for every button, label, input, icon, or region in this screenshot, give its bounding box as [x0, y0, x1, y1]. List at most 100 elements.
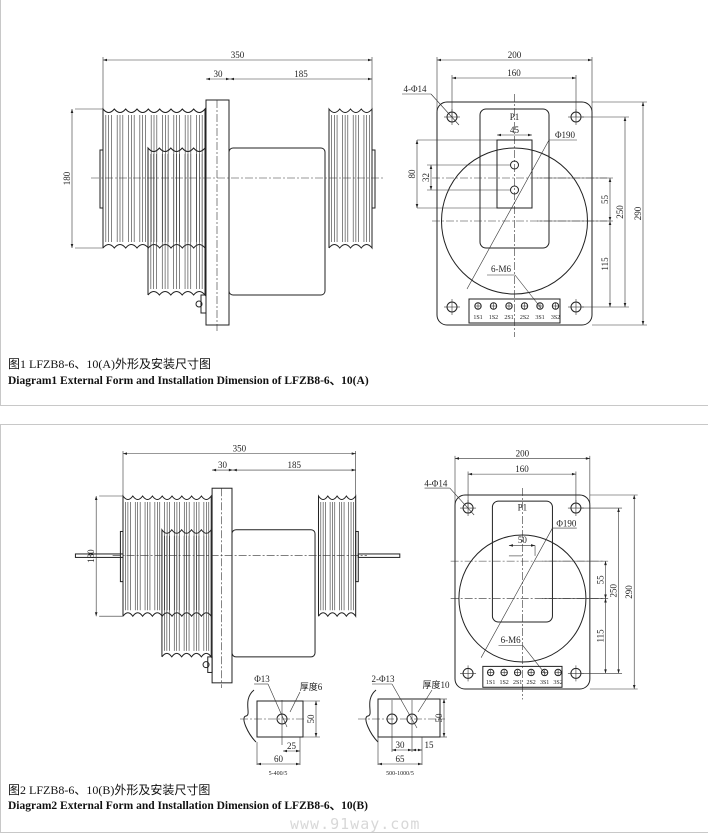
- dimension-arrow: [608, 303, 612, 307]
- dimension-label: 30: [214, 69, 224, 79]
- terminal-screw-icon: [551, 302, 560, 310]
- dimension-arrow: [70, 244, 74, 248]
- dimension-label: 25: [287, 741, 297, 751]
- figure-1-panel: [0, 0, 708, 406]
- dimension-label: 350: [231, 50, 245, 60]
- cylinder-body: [228, 147, 326, 296]
- dimension-arrow: [608, 217, 612, 221]
- terminal-label: 2S1: [513, 680, 522, 686]
- dimension-arrow: [412, 748, 416, 752]
- dimension-arrow: [604, 594, 607, 599]
- screw-spec-label: 6-M6: [501, 635, 521, 645]
- dimension-arrow: [617, 669, 620, 674]
- p1-label: P1: [518, 503, 528, 513]
- diameter-label: Φ190: [555, 130, 576, 140]
- right-bellows: [317, 494, 357, 618]
- dimension-label: 160: [515, 464, 529, 474]
- mounting-flange: [205, 99, 230, 326]
- figure-1-caption-cn: 图1 LFZB8-6、10(A)外形及安装尺寸图: [8, 357, 211, 371]
- p1-terminal-bar: [496, 139, 533, 209]
- dimension-arrow: [641, 321, 645, 325]
- primary-terminal-left: [99, 149, 104, 209]
- ratio-label: 500-1000/5: [386, 771, 414, 777]
- terminal-strip: [482, 665, 563, 688]
- dimension-label: 180: [86, 549, 96, 563]
- dimension-label: 60: [274, 754, 284, 764]
- terminal-label: 3S2: [551, 315, 560, 321]
- dimension-arrow: [94, 496, 98, 500]
- terminal-screw-icon: [505, 302, 513, 310]
- dimension-label: 350: [233, 444, 247, 454]
- dimension-arrow: [368, 58, 372, 62]
- primary-bar-left: [74, 553, 124, 558]
- ground-bolt-icon: [202, 661, 210, 669]
- dimension-arrow: [314, 733, 318, 737]
- dimension-label: 55: [596, 575, 606, 585]
- dimension-label: 115: [596, 629, 606, 643]
- dimension-label: 185: [288, 460, 302, 470]
- dimension-arrow: [623, 117, 627, 121]
- ratio-label: 5-400/5: [269, 771, 288, 777]
- ground-bolt-icon: [195, 300, 203, 308]
- dimension-label: 50: [518, 535, 528, 545]
- dimension-arrow: [571, 472, 576, 476]
- dimension-arrow: [608, 178, 612, 182]
- dimension-arrow: [588, 58, 592, 62]
- dimension-label: 290: [633, 206, 643, 220]
- leader: [430, 93, 460, 126]
- leader: [289, 691, 301, 713]
- terminal-screw-icon: [474, 302, 482, 310]
- dimension-arrow: [497, 133, 501, 137]
- dimension-arrow: [585, 457, 590, 460]
- dimension-arrow: [508, 544, 513, 547]
- dimension-label: 80: [407, 169, 417, 179]
- dimension-arrow: [368, 77, 372, 81]
- dimension-label: 180: [62, 171, 72, 185]
- left-bellows: [122, 494, 212, 618]
- left-bellows: [102, 107, 206, 250]
- terminal-label: 3S1: [540, 680, 549, 686]
- leader: [391, 683, 418, 729]
- dimension-label: 15: [425, 740, 435, 750]
- terminal-label: 1S2: [499, 680, 508, 686]
- dimension-arrow: [226, 77, 230, 81]
- dimension-arrow: [429, 186, 433, 190]
- dimension-label: 160: [507, 68, 521, 78]
- terminal-label: 3S1: [535, 315, 544, 321]
- dimension-arrow: [314, 701, 318, 705]
- dimension-arrow: [632, 495, 636, 499]
- terminal-label: 1S2: [489, 315, 498, 321]
- leader: [267, 683, 288, 728]
- break-line: [365, 689, 379, 743]
- dimension-arrow: [442, 699, 446, 703]
- terminal-screw-icon: [520, 302, 529, 310]
- dimension-arrow: [468, 472, 473, 476]
- terminal-label: 1S1: [486, 680, 495, 686]
- hole-label: Φ13: [254, 674, 270, 684]
- dimension-arrow: [283, 749, 287, 753]
- dimension-arrow: [212, 468, 217, 472]
- dimension-arrow: [257, 762, 261, 766]
- hole-spec-label: 4-Φ14: [424, 478, 448, 488]
- dimension-arrow: [604, 598, 607, 603]
- cylinder-body: [231, 529, 316, 658]
- dimension-arrow: [623, 303, 627, 307]
- dimension-arrow: [617, 508, 620, 513]
- watermark: www.91way.com: [290, 815, 421, 833]
- terminal-label: 2S2: [526, 680, 535, 686]
- figure-2-caption-en: Diagram2 External Form and Installation …: [8, 800, 369, 812]
- dimension-label: 200: [516, 448, 530, 458]
- dimension-label: 50: [306, 714, 316, 724]
- dimension-label: 50: [434, 713, 444, 723]
- busbar-500-1000: [377, 698, 441, 738]
- primary-bar-right: [357, 553, 401, 558]
- dimension-arrow: [206, 77, 210, 81]
- dimension-arrow: [632, 685, 636, 690]
- terminal-label: 2S2: [520, 315, 529, 321]
- dimension-arrow: [442, 733, 446, 737]
- dimension-arrow: [351, 468, 356, 472]
- dimension-arrow: [228, 468, 233, 472]
- terminal-screw-icon: [554, 668, 562, 677]
- diameter-label: Φ190: [556, 518, 577, 528]
- dimension-arrow: [429, 165, 433, 169]
